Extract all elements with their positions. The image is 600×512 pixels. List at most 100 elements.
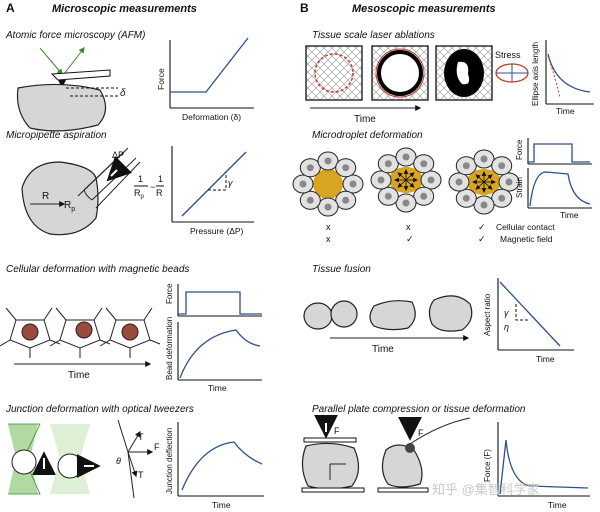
- ablation-stress-label: Stress: [495, 50, 521, 60]
- compression-f1-label: F: [334, 426, 340, 436]
- fusion-x-label: Time: [536, 354, 555, 364]
- droplet-cell-nucleus: [384, 192, 392, 200]
- droplet-cell-nucleus: [455, 178, 463, 186]
- droplet-charts: Force Strain Time: [515, 138, 592, 220]
- droplet-cell-nucleus: [402, 153, 410, 161]
- watermark: 知乎 @集智科学家: [432, 482, 540, 497]
- droplet-cell-nucleus: [480, 155, 488, 163]
- tweezers-y-label: Junction deflection: [165, 428, 174, 494]
- droplet-cell-nucleus: [324, 157, 332, 165]
- droplet-force-arrow: [397, 179, 407, 188]
- droplet-cell-nucleus: [505, 178, 513, 186]
- droplet-cell-nucleus: [306, 164, 314, 172]
- panel-b-title: Mesoscopic measurements: [352, 3, 496, 15]
- droplet-cell-nucleus: [462, 162, 470, 170]
- ablation-title: Tissue scale laser ablations: [312, 30, 435, 41]
- tweezers-illustration: T T θ F: [8, 419, 160, 499]
- droplet-force-arrow: [405, 172, 415, 181]
- droplet-mark-1a: x: [326, 222, 331, 232]
- pipette-title: Micropipette aspiration: [6, 130, 107, 141]
- droplet-force-arrow: [483, 174, 493, 183]
- compression-x-label: Time: [548, 500, 567, 510]
- pipette-gamma-label: γ: [228, 178, 233, 188]
- ablation-illustration: Time Stress: [305, 45, 529, 125]
- compression-f2-label: F: [418, 428, 424, 438]
- droplet-cell-nucleus: [384, 160, 392, 168]
- beads-ctime-label: Time: [208, 383, 227, 393]
- ablation-y-label: Ellipse axis length: [531, 42, 540, 106]
- fusion-illustration: Time: [303, 295, 473, 355]
- beads-time-label: Time: [68, 370, 90, 381]
- pipette-dp-label: ΔP: [112, 150, 124, 160]
- afm-y-label: Force: [156, 68, 166, 90]
- tweezers-t1-label: T: [138, 432, 144, 442]
- fusion-time-label: Time: [372, 344, 394, 355]
- droplet-cell-nucleus: [420, 160, 428, 168]
- droplet-marks: x x x ✓ ✓ ✓ Cellular contact Magnetic fi…: [326, 222, 555, 244]
- droplet-row-cellular-contact: Cellular contact: [496, 222, 555, 232]
- pipette-rp-label: Rp: [64, 200, 75, 213]
- panel-a-title: Microscopic measurements: [52, 3, 197, 15]
- pipette-frac1-num: 1: [138, 174, 143, 184]
- beads-title: Cellular deformation with magnetic beads: [6, 264, 189, 275]
- tweezers-t2-label: T: [138, 470, 144, 480]
- fusion-chart: γ η Aspect ratio Time: [483, 278, 574, 364]
- droplet-mark-2b: ✓: [406, 234, 414, 244]
- tweezers-title: Junction deformation with optical tweeze…: [5, 404, 194, 415]
- droplet-force-arrow: [475, 174, 485, 183]
- droplet-cell-nucleus: [480, 201, 488, 209]
- droplet-force-arrow: [397, 172, 407, 181]
- droplet-cell-nucleus: [377, 176, 385, 184]
- droplet-1: [313, 169, 343, 199]
- pipette-frac2-den: R: [156, 188, 163, 198]
- pipette-minus: −: [150, 182, 155, 192]
- beads-force-label: Force: [165, 283, 174, 304]
- compression-illustration: F F: [301, 414, 471, 493]
- compression-title: Parallel plate compression or tissue def…: [312, 404, 526, 415]
- droplet-force-label: Force: [515, 139, 524, 160]
- droplet-title: Microdroplet deformation: [312, 130, 423, 141]
- droplet-force-arrow: [483, 181, 493, 190]
- droplet-illustration: [292, 147, 520, 217]
- droplet-cell-nucleus: [324, 203, 332, 211]
- ablation-time-label: Time: [354, 114, 376, 125]
- fusion-gamma-label: γ: [504, 308, 509, 318]
- droplet-cell-nucleus: [402, 199, 410, 207]
- afm-delta-label: δ: [120, 88, 126, 99]
- afm-force-chart: Force Deformation (δ): [156, 37, 254, 122]
- droplet-cell-nucleus: [462, 194, 470, 202]
- droplet-cell-nucleus: [349, 180, 357, 188]
- beads-bead-label: Bead deformation: [165, 317, 174, 380]
- droplet-cell-nucleus: [342, 164, 350, 172]
- droplet-row-magnetic-field: Magnetic field: [500, 234, 553, 244]
- afm-illustration: δ: [16, 47, 126, 132]
- droplet-cell-nucleus: [342, 196, 350, 204]
- afm-x-label: Deformation (δ): [182, 112, 241, 122]
- tweezers-x-label: Time: [212, 500, 231, 510]
- droplet-x-label: Time: [560, 210, 579, 220]
- tweezers-chart: Junction deflection Time: [165, 422, 264, 510]
- beads-illustration: Time: [0, 307, 161, 381]
- pipette-x-label: Pressure (ΔP): [190, 226, 244, 236]
- droplet-mark-1b: x: [326, 234, 331, 244]
- droplet-mark-3a: ✓: [478, 222, 486, 232]
- pipette-frac2-num: 1: [158, 174, 163, 184]
- compression-chart: Force (F) Time: [483, 422, 590, 510]
- droplet-cell-nucleus: [299, 180, 307, 188]
- droplet-cell-nucleus: [420, 192, 428, 200]
- droplet-cell-nucleus: [498, 162, 506, 170]
- pipette-r-label: R: [42, 191, 49, 202]
- fusion-title: Tissue fusion: [312, 264, 371, 275]
- ablation-x-label: Time: [556, 106, 575, 116]
- fusion-y-label: Aspect ratio: [483, 293, 492, 336]
- tweezers-theta-label: θ: [116, 456, 121, 466]
- panel-a-letter: A: [6, 1, 15, 15]
- droplet-cell-nucleus: [306, 196, 314, 204]
- droplet-mark-2a: x: [406, 222, 411, 232]
- pipette-chart: 1 Rp − 1 R γ Pressure (ΔP): [134, 146, 254, 236]
- droplet-strain-label: Strain: [515, 177, 524, 198]
- ablation-chart: Ellipse axis length Time: [531, 40, 594, 116]
- panel-b-letter: B: [300, 1, 309, 15]
- compression-y-label: Force (F): [483, 449, 492, 482]
